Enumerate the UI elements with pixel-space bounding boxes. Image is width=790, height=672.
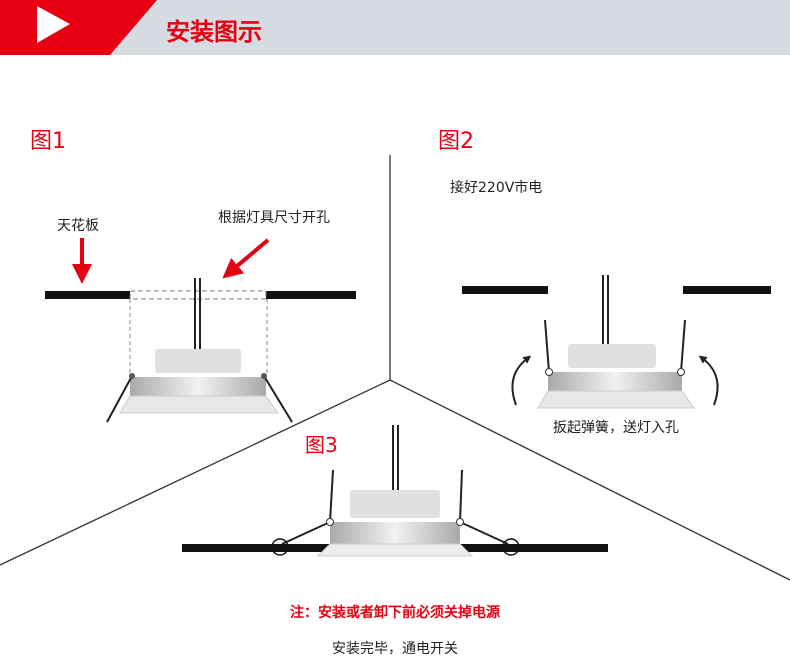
play-icon bbox=[37, 6, 70, 43]
downlight bbox=[537, 319, 695, 409]
panel-dividers bbox=[0, 155, 790, 581]
safety-warning: 注：安装或者卸下前必须关掉电源 bbox=[290, 604, 500, 621]
power-label: 接好220V市电 bbox=[450, 179, 542, 196]
final-step: 安装完毕，通电开关 bbox=[332, 641, 458, 657]
figure-3-label: 图3 bbox=[305, 433, 338, 457]
downlight bbox=[281, 469, 509, 557]
ceiling-board bbox=[45, 291, 130, 299]
ceiling-label: 天花板 bbox=[57, 218, 99, 234]
ceiling-board bbox=[462, 286, 548, 294]
figure-1: 图1 天花板 根据灯具尺寸开孔 bbox=[30, 129, 356, 423]
rotate-arrow-icon bbox=[511, 355, 532, 406]
clip-highlight bbox=[271, 538, 289, 556]
hole-label: 根据灯具尺寸开孔 bbox=[218, 210, 330, 226]
step-label: 扳起弹簧，送灯入孔 bbox=[553, 420, 679, 436]
header-bar: 安装图示 bbox=[0, 0, 790, 55]
clip-highlight bbox=[502, 538, 520, 556]
cutout-outline bbox=[129, 290, 267, 300]
downlight bbox=[106, 349, 293, 423]
ceiling-board bbox=[460, 544, 608, 552]
ceiling-board bbox=[683, 286, 771, 294]
figure-1-label: 图1 bbox=[30, 129, 66, 154]
section-title: 安装图示 bbox=[166, 18, 262, 46]
hole-arrow-icon bbox=[222, 238, 270, 279]
ceiling-board bbox=[182, 544, 330, 552]
figure-2: 图2 接好220V市电 扳起弹簧，送灯入孔 bbox=[438, 129, 771, 436]
ceiling-board bbox=[266, 291, 356, 299]
figure-3: 图3 bbox=[182, 425, 608, 557]
figure-2-label: 图2 bbox=[438, 129, 474, 154]
rotate-arrow-icon bbox=[698, 355, 719, 406]
